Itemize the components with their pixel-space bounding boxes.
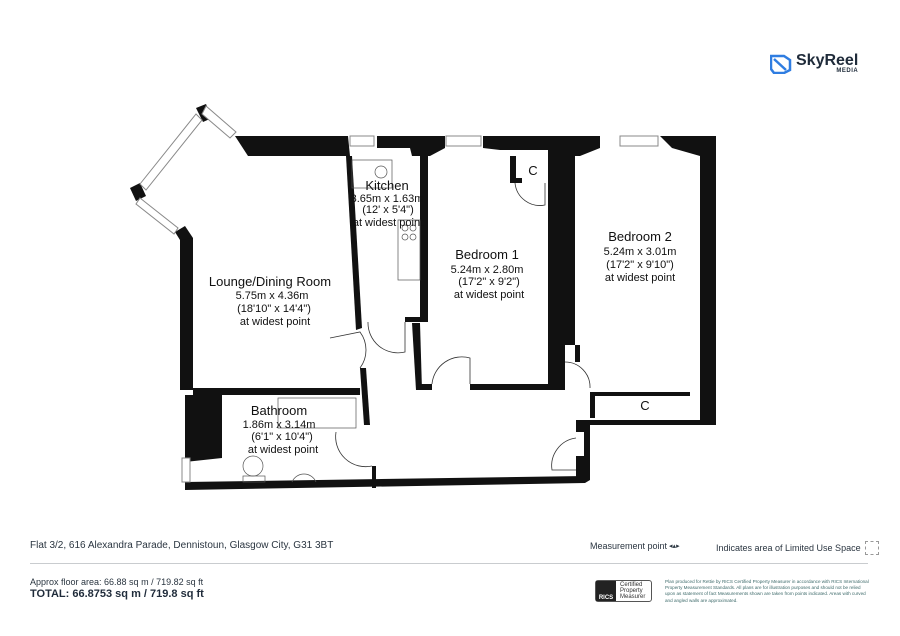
cupboard-label: C <box>528 163 537 178</box>
measurement-arrows-icon: ◂▴▸ <box>669 543 680 550</box>
skyreel-logo-icon <box>770 54 792 74</box>
svg-text:(17'2" x 9'10"): (17'2" x 9'10") <box>606 259 674 271</box>
svg-text:at widest point: at widest point <box>240 316 310 328</box>
svg-text:1.86m x 3.14m: 1.86m x 3.14m <box>243 419 316 431</box>
total-area: TOTAL: 66.8753 sq m / 719.8 sq ft <box>30 588 204 600</box>
cupboard-label: C <box>640 398 649 413</box>
room-label-bathroom: Bathroom 1.86m x 3.14m (6'1" x 10'4") at… <box>243 403 319 456</box>
svg-text:at widest point: at widest point <box>605 272 675 284</box>
disclaimer: Plan produced for Rettie by RICS Certifi… <box>665 579 869 603</box>
svg-text:5.24m x 2.80m: 5.24m x 2.80m <box>451 264 524 276</box>
brand-logo: SkyReel MEDIA <box>770 52 859 74</box>
brand-sub: MEDIA <box>836 68 859 74</box>
svg-text:(6'1" x 10'4"): (6'1" x 10'4") <box>251 431 313 443</box>
fixtures <box>242 159 421 483</box>
room-label-lounge: Lounge/Dining Room 5.75m x 4.36m (18'10"… <box>209 274 331 328</box>
property-address: Flat 3/2, 616 Alexandra Parade, Dennisto… <box>30 540 334 551</box>
limited-use-text: Indicates area of Limited Use Space <box>716 543 861 553</box>
brand-name: SkyReel <box>796 52 859 69</box>
walls <box>130 104 716 490</box>
svg-text:Bedroom 2: Bedroom 2 <box>608 229 672 244</box>
svg-text:3.65m x 1.63m: 3.65m x 1.63m <box>351 193 424 205</box>
svg-text:Kitchen: Kitchen <box>365 178 408 193</box>
approx-floor-area: Approx floor area: 66.88 sq m / 719.82 s… <box>30 577 204 587</box>
svg-text:5.24m x 3.01m: 5.24m x 3.01m <box>604 246 677 258</box>
room-label-bedroom-1: Bedroom 1 5.24m x 2.80m (17'2" x 9'2") a… <box>451 247 525 301</box>
svg-text:Lounge/Dining Room: Lounge/Dining Room <box>209 274 331 289</box>
rics-logo: RICS <box>596 581 616 601</box>
svg-text:Bedroom 1: Bedroom 1 <box>455 247 519 262</box>
svg-text:at widest point: at widest point <box>248 444 318 456</box>
room-label-kitchen: Kitchen 3.65m x 1.63m (12' x 5'4") at wi… <box>351 178 424 229</box>
measurement-point-legend: Measurement point ◂▴▸ <box>590 541 680 551</box>
svg-text:(12' x 5'4"): (12' x 5'4") <box>362 204 414 216</box>
rics-badge: RICS Certified Property Measurer <box>595 580 653 602</box>
limited-use-legend: Indicates area of Limited Use Space <box>716 541 879 555</box>
svg-text:(18'10" x 14'4"): (18'10" x 14'4") <box>237 303 311 315</box>
svg-text:(17'2" x 9'2"): (17'2" x 9'2") <box>458 276 520 288</box>
limited-use-swatch <box>864 541 879 555</box>
rics-badge-line: Certified <box>620 582 643 588</box>
svg-text:5.75m x 4.36m: 5.75m x 4.36m <box>236 290 309 302</box>
measurement-point-text: Measurement point <box>590 541 668 551</box>
rics-badge-line: Property <box>620 588 643 594</box>
svg-text:at widest point: at widest point <box>454 289 524 301</box>
doors <box>329 182 591 471</box>
divider <box>30 563 868 564</box>
rics-badge-line: Measurer <box>620 594 646 600</box>
svg-text:at widest point: at widest point <box>353 217 423 229</box>
room-label-bedroom-2: Bedroom 2 5.24m x 3.01m (17'2" x 9'10") … <box>604 229 677 284</box>
svg-text:Bathroom: Bathroom <box>251 403 307 418</box>
windows <box>135 105 659 483</box>
